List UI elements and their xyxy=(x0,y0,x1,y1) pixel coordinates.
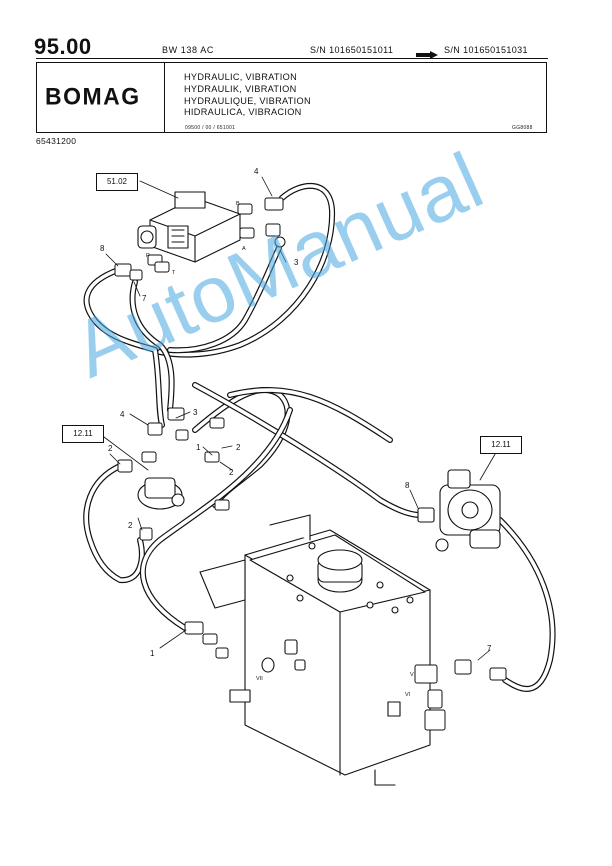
section-number: 95.00 xyxy=(34,34,92,59)
port-labels: P B A T V VI VII xyxy=(146,201,414,698)
part-number: 65431200 xyxy=(36,136,77,146)
pump-left xyxy=(137,477,185,510)
callout-8-right: 8 xyxy=(405,481,410,490)
tank-valves xyxy=(414,659,507,731)
callout-labels: 4 8 7 3 4 3 1 2 2 2 2 8 1 7 xyxy=(100,167,492,658)
callout-2-c: 2 xyxy=(229,468,234,477)
port-a: A xyxy=(242,246,246,252)
callout-2-d: 2 xyxy=(128,521,133,530)
callout-4-top: 4 xyxy=(254,167,259,176)
callout-2-a: 2 xyxy=(236,443,241,452)
doc-code: 09500 / 00 / 651001 xyxy=(185,125,236,131)
ref-box-51-02: 51.02 xyxy=(96,173,138,191)
title-en: HYDRAULIC, VIBRATION xyxy=(184,72,298,82)
port-p: P xyxy=(146,253,150,259)
port-vii: VII xyxy=(256,676,263,682)
pump-right xyxy=(417,469,501,552)
port-vi: VI xyxy=(405,692,411,698)
hose-2-left xyxy=(83,463,145,584)
drawing-code: GG8088 xyxy=(512,125,533,131)
header-rule xyxy=(36,58,548,59)
callout-7-top: 7 xyxy=(142,294,147,303)
callout-2-b: 2 xyxy=(108,444,113,453)
title-es: HIDRAULICA, VIBRACION xyxy=(184,107,302,118)
callout-8-top: 8 xyxy=(100,244,105,253)
ref-box-12-11-right: 12.11 xyxy=(480,436,522,454)
leader-lines xyxy=(99,176,499,661)
serial-from: S/N 101650151011 xyxy=(310,45,394,55)
callout-1-bottom: 1 xyxy=(150,649,155,658)
brand-logo: BOMAG xyxy=(45,82,141,110)
fittings-mid xyxy=(117,407,230,541)
title-de: HYDRAULIK, VIBRATION xyxy=(184,83,297,94)
arrow-icon xyxy=(416,46,438,64)
callout-3-top: 3 xyxy=(294,258,299,267)
port-v: V xyxy=(410,672,414,678)
callout-3-mid: 3 xyxy=(193,408,198,417)
hydraulic-tank xyxy=(199,514,431,786)
fitting-1-bottom xyxy=(184,621,229,659)
callout-4-mid: 4 xyxy=(120,410,125,419)
title-list: HYDRAULIC, VIBRATION HYDRAULIK, VIBRATIO… xyxy=(184,72,311,119)
port-b: B xyxy=(236,201,240,207)
serial-to: S/N 101650151031 xyxy=(444,45,528,55)
title-divider xyxy=(164,62,165,133)
model-name: BW 138 AC xyxy=(162,45,214,55)
fittings-valve xyxy=(114,197,286,281)
callout-7-right: 7 xyxy=(487,644,492,653)
valve-block xyxy=(137,191,241,263)
port-t: T xyxy=(172,270,176,276)
title-fr: HYDRAULIQUE, VIBRATION xyxy=(184,95,311,106)
ref-box-12-11-left: 12.11 xyxy=(62,425,104,443)
hose-7-right xyxy=(497,517,556,692)
callout-1-mid: 1 xyxy=(196,443,201,452)
title-block xyxy=(36,62,547,133)
hydraulic-diagram: 4 8 7 3 4 3 1 2 2 2 2 8 1 7 P B A T V VI… xyxy=(83,167,556,786)
